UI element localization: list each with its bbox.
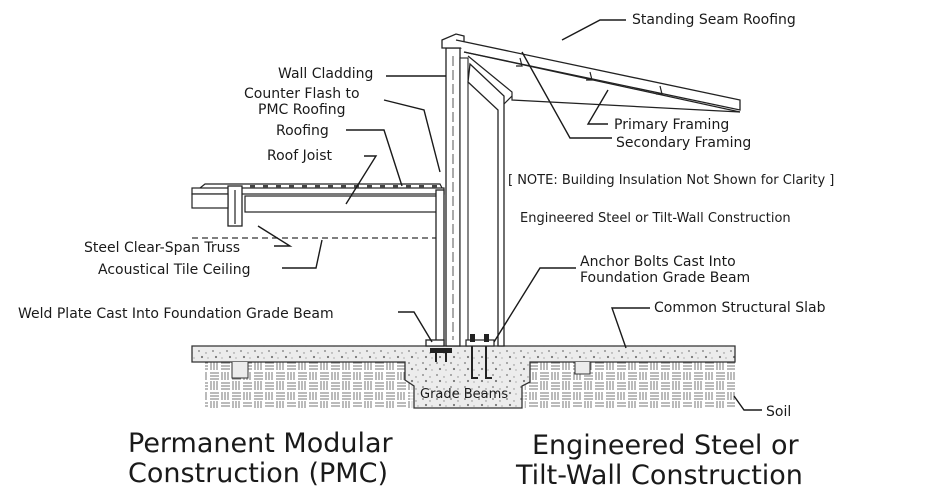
label-soil: Soil [766,404,791,420]
roofing-rib [328,185,333,188]
label-note: [ NOTE: Building Insulation Not Shown fo… [508,173,834,188]
roofing-rib [276,185,281,188]
engineered-structure [441,33,741,379]
leader-lines [257,19,762,411]
roofing-rib [380,185,385,188]
label-wall-cladding: Wall Cladding [278,66,373,82]
label-roof-joist: Roof Joist [267,148,332,164]
label-primary-framing: Primary Framing [614,117,729,133]
roofing-rib [393,185,398,188]
label-common-slab: Common Structural Slab [654,300,826,316]
soil-layer [205,360,735,408]
roofing-rib [406,185,411,188]
label-counter-flash-line2: PMC Roofing [258,102,346,118]
label-anchor-bolts-line1: Anchor Bolts Cast Into [580,254,736,270]
title-pmc-line2: Construction (PMC) [128,458,388,489]
title-engineered-line1: Engineered Steel or [532,430,800,461]
label-counter-flash-line1: Counter Flash to [244,86,360,102]
roofing-rib [289,185,294,188]
label-roofing: Roofing [276,123,329,139]
pmc-structure [191,183,452,362]
structural-slab [191,345,736,409]
label-grade-beams: Grade Beams [420,387,508,402]
roofing-rib [250,185,255,188]
roofing-rib [341,185,346,188]
roofing-rib [432,185,437,188]
roofing-rib [367,185,372,188]
label-acoustical-ceiling: Acoustical Tile Ceiling [98,262,251,278]
label-secondary-framing: Secondary Framing [616,135,751,151]
label-steel-truss: Steel Clear-Span Truss [84,240,240,256]
roofing-rib [263,185,268,188]
title-pmc-line1: Permanent Modular [128,428,394,459]
title-engineered-line2: Tilt-Wall Construction [515,460,803,491]
roofing-rib [302,185,307,188]
roofing-rib [419,185,424,188]
label-weld-plate: Weld Plate Cast Into Foundation Grade Be… [18,306,334,322]
label-engineered-construction: Engineered Steel or Tilt-Wall Constructi… [520,211,791,226]
label-anchor-bolts-line2: Foundation Grade Beam [580,270,750,286]
roofing-rib [315,185,320,188]
label-standing-seam-roofing: Standing Seam Roofing [632,12,796,28]
